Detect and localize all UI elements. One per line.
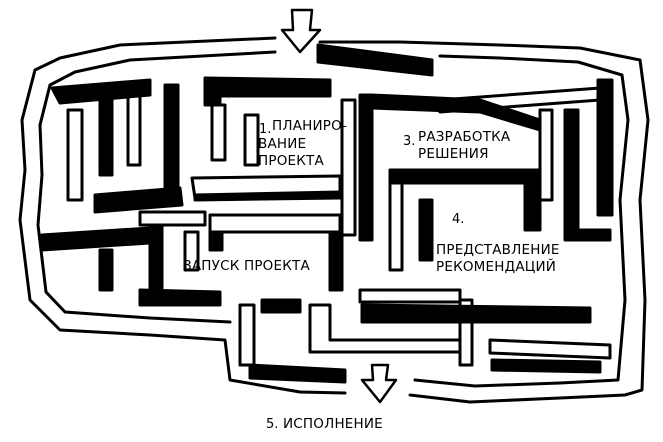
- stage-1-number: 1.: [259, 122, 272, 137]
- maze-outer-wall: [18, 36, 650, 404]
- stage-2-number: 2.: [212, 232, 225, 247]
- stage-4-label-line-1: ПРЕДСТАВЛЕНИЕ: [436, 242, 560, 258]
- stage-1-label-line-3: ПРОЕКТА: [258, 153, 324, 169]
- stage-4-number: 4.: [452, 212, 465, 227]
- stage-2-label: ЗАПУСК ПРОЕКТА: [183, 258, 310, 274]
- stage-3-label-line-2: РЕШЕНИЯ: [418, 146, 489, 162]
- stage-1-label-line-1: ПЛАНИРО-: [272, 118, 348, 134]
- stage-3-number: 3.: [403, 134, 416, 149]
- entrance-arrow-icon: [280, 8, 322, 54]
- stage-4-label-line-2: РЕКОМЕНДАЦИЙ: [436, 259, 557, 275]
- maze-inner-walls: [40, 43, 614, 384]
- stage-1-label-line-2: ВАНИЕ: [258, 136, 307, 152]
- stage-5-label: ИСПОЛНЕНИЕ: [283, 416, 383, 432]
- stage-3-label-line-1: РАЗРАБОТКА: [418, 129, 511, 145]
- stage-5-number: 5.: [266, 417, 279, 432]
- exit-arrow-icon: [360, 363, 398, 404]
